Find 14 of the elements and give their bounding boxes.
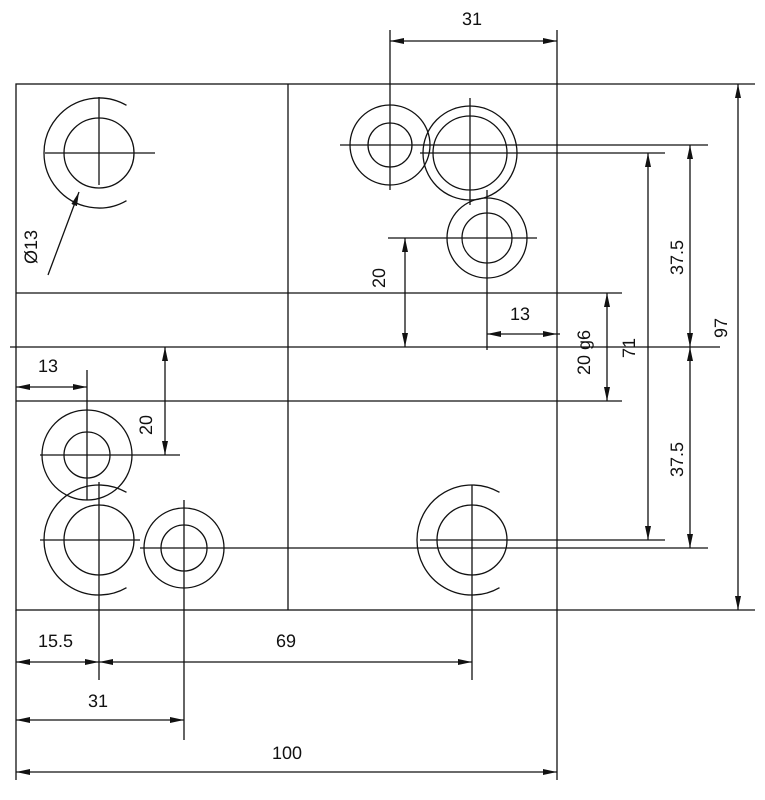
dimension-label: 15.5: [38, 632, 74, 650]
dimension-label: 31: [88, 692, 108, 710]
dimension-label: 20: [370, 268, 388, 288]
dimension-label: 37.5: [668, 240, 686, 276]
dimension-label: 97: [712, 318, 730, 338]
dimension-label: 100: [272, 744, 302, 762]
dimension-label: Ø13: [22, 230, 40, 264]
dimension-label: 69: [276, 632, 296, 650]
dimension-label: 37.5: [668, 442, 686, 478]
dimension-label: 71: [620, 338, 638, 358]
dimension-label: 13: [38, 357, 58, 375]
dimension-label: 20: [137, 415, 155, 436]
dimension-label: 31: [462, 10, 482, 28]
dimension-label: 13: [510, 305, 530, 323]
